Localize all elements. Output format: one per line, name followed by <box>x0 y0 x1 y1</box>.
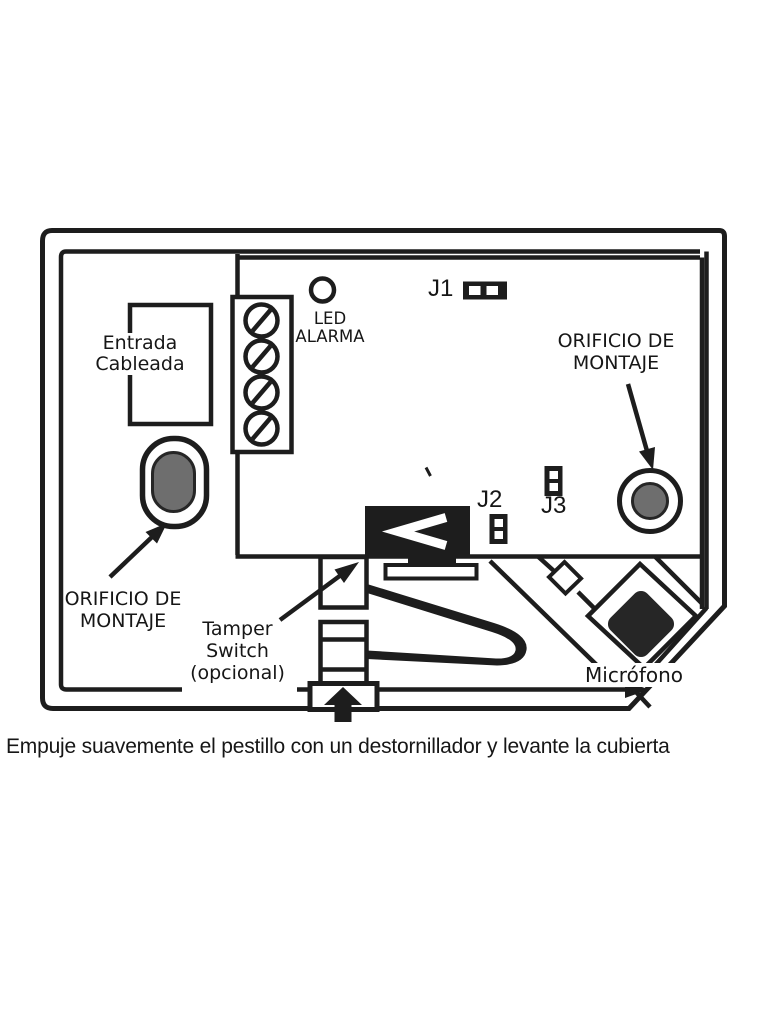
mounting-hole-right <box>617 468 683 534</box>
label-mounting-hole-right: ORIFICIO DE MONTAJE <box>541 330 691 374</box>
label-line: (opcional) <box>190 662 285 684</box>
label-line: Cableada <box>95 353 185 375</box>
inner-cover-outline <box>58 249 700 692</box>
screw-terminal-2 <box>243 338 280 375</box>
label-line: LED <box>313 309 347 328</box>
label-line: ALARMA <box>295 326 365 346</box>
device-outline <box>40 228 727 711</box>
label-line: MONTAJE <box>572 352 660 374</box>
latch-column-lower <box>318 619 369 690</box>
mic-pocket-wall-upper-a <box>536 554 556 573</box>
label-line: ORIFICIO DE <box>64 588 182 610</box>
mounting-hole-left <box>139 435 210 530</box>
label-alarm-led: LED ALARMA <box>292 310 368 345</box>
push-up-arrow <box>324 687 362 722</box>
tick-mark <box>424 466 432 477</box>
inner-cover-bevel-end <box>634 690 652 709</box>
mic-pocket-wall-right <box>653 555 704 606</box>
label-wired-input: Entrada Cableada <box>88 333 192 375</box>
jumper-j1 <box>463 281 507 300</box>
label-jumper-j2: J2 <box>477 486 503 513</box>
arrow-to-right-hole <box>625 383 655 470</box>
arrow-to-tamper-switch <box>278 562 359 622</box>
label-jumper-j3: J3 <box>541 492 567 519</box>
instruction-caption: Empuje suavemente el pestillo con un des… <box>6 735 670 758</box>
label-line: Entrada <box>102 332 178 354</box>
microphone-body <box>607 590 675 658</box>
label-tamper-switch: Tamper Switch (opcional) <box>175 618 300 684</box>
arrow-to-left-hole <box>108 523 167 579</box>
tamper-switch-body <box>365 506 470 557</box>
tamper-switch-slot <box>383 563 479 581</box>
tamper-switch-lever-icon <box>381 513 448 550</box>
latch-spring-loop-inner <box>367 593 516 659</box>
screw-terminal-4 <box>243 410 280 447</box>
jumper-j3 <box>544 466 563 496</box>
label-jumper-j1: J1 <box>428 275 454 302</box>
mic-pocket-wall-upper-b <box>576 590 596 610</box>
label-line: Tamper <box>202 618 273 640</box>
mic-pocket-notch <box>546 559 584 597</box>
screw-terminal-3 <box>243 374 280 411</box>
label-line: ORIFICIO DE <box>557 330 675 352</box>
label-microphone: Micrófono <box>582 663 687 687</box>
alarm-led <box>308 276 337 304</box>
mic-pocket-wall-left <box>488 559 610 678</box>
label-mounting-hole-left: ORIFICIO DE MONTAJE <box>48 588 198 632</box>
jumper-j2 <box>489 514 508 544</box>
label-line: Switch <box>206 640 269 662</box>
label-line: MONTAJE <box>79 610 167 632</box>
screw-terminal-1 <box>243 302 280 339</box>
